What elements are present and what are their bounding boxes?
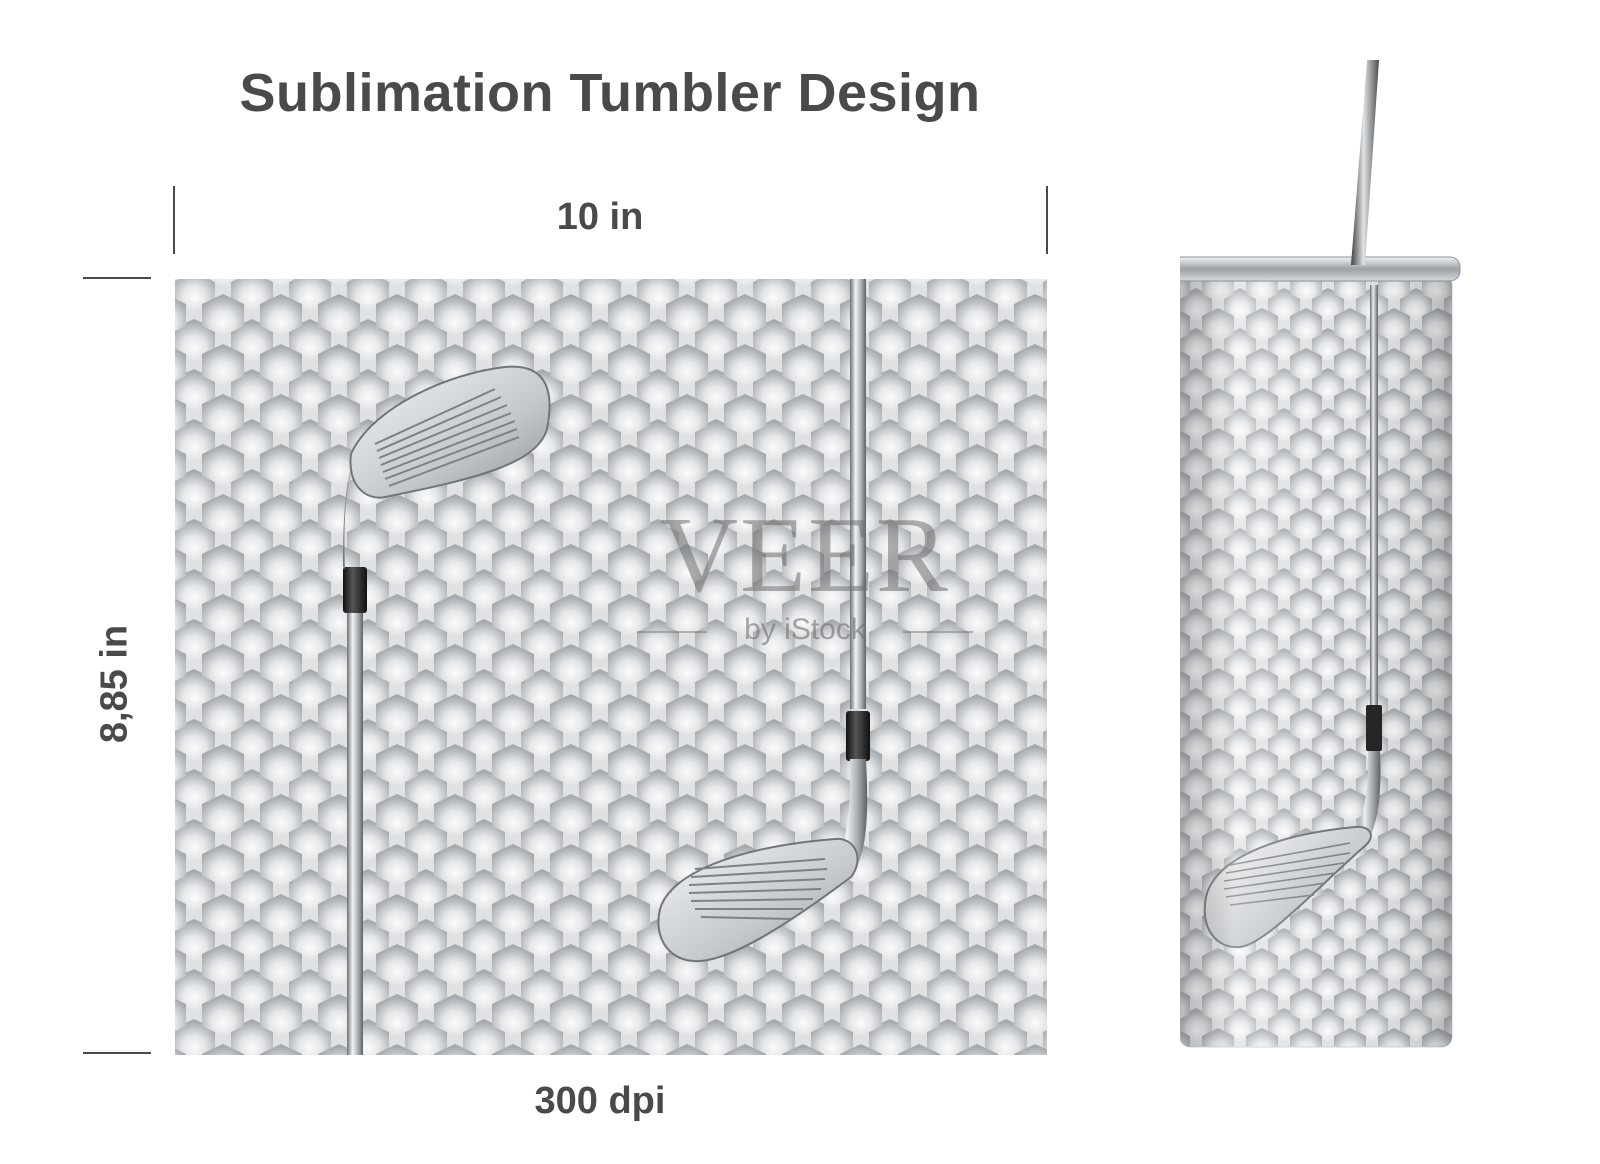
tumbler-artwork — [1171, 256, 1461, 1048]
width-right-marker — [1046, 186, 1048, 254]
watermark-subtext: by iStock — [744, 613, 866, 646]
width-left-marker — [173, 186, 175, 254]
watermark-divider-left — [637, 631, 707, 633]
golf-club-right — [657, 279, 870, 963]
watermark-divider-right — [903, 631, 973, 633]
height-bottom-marker — [83, 1052, 151, 1054]
height-top-marker — [83, 277, 151, 279]
page-title: Sublimation Tumbler Design — [239, 63, 981, 123]
resolution-label: 300 dpi — [534, 1080, 666, 1122]
tumbler-mockup — [1171, 60, 1480, 1055]
design-preview: VEER by iStock — [175, 279, 1047, 1055]
width-label: 10 in — [556, 196, 644, 238]
golf-pattern-artwork — [175, 279, 1047, 1055]
golf-club-left — [343, 365, 551, 1055]
height-label: 8,85 in — [93, 624, 136, 744]
straw-icon — [1351, 60, 1379, 265]
watermark-logo: VEER — [660, 496, 950, 615]
